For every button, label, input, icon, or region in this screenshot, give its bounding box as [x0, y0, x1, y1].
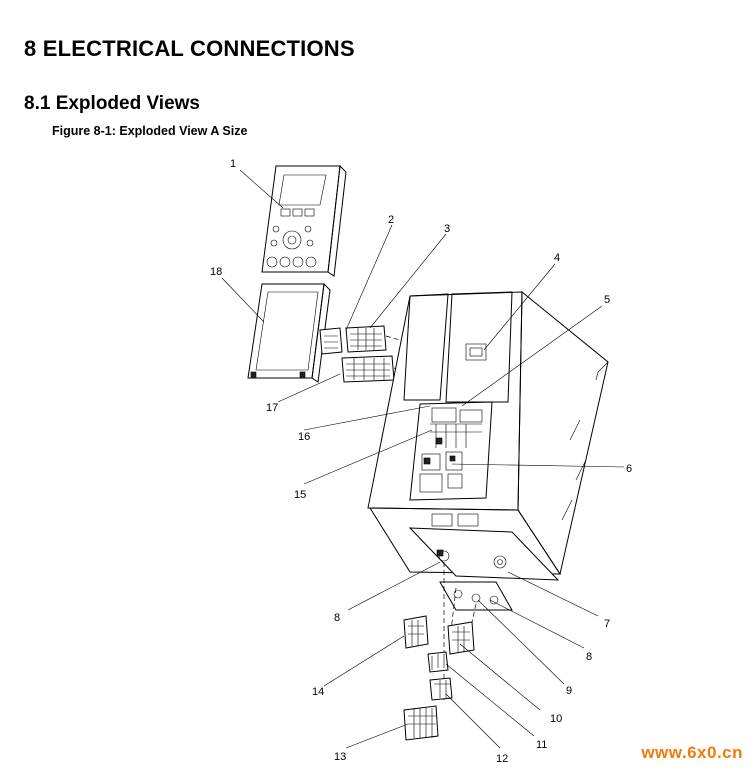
leader-lines [221, 169, 625, 749]
callout-6: 6 [626, 463, 632, 475]
blank-cover [247, 282, 331, 383]
callout-16: 16 [298, 431, 310, 443]
callout-18: 18 [210, 266, 222, 278]
callout-9: 9 [566, 685, 572, 697]
callout-5: 5 [604, 294, 610, 306]
callout-11: 11 [536, 739, 547, 751]
callout-15: 15 [294, 489, 306, 501]
callout-14: 14 [312, 686, 324, 698]
mounting-plate [408, 513, 560, 700]
section-title: 8.1 Exploded Views [24, 93, 201, 114]
chapter-title: 8 ELECTRICAL CONNECTIONS [24, 36, 355, 61]
callout-7: 7 [604, 618, 610, 630]
callout-12: 12 [496, 753, 508, 765]
drive-housing [367, 290, 609, 576]
plug-connectors [403, 615, 475, 741]
control-connectors [319, 325, 431, 383]
callout-8-right: 8 [586, 651, 592, 663]
callout-1: 1 [230, 158, 236, 170]
callout-4: 4 [554, 252, 560, 264]
watermark: www.6x0.cn [641, 743, 743, 762]
callout-17: 17 [266, 402, 278, 414]
callout-10: 10 [550, 713, 562, 725]
keypad-panel [261, 164, 347, 277]
figure-caption: Figure 8-1: Exploded View A Size [52, 124, 248, 138]
callout-3: 3 [444, 223, 450, 235]
callout-2: 2 [388, 214, 394, 226]
callout-13: 13 [334, 751, 346, 763]
callout-8-left: 8 [334, 612, 340, 624]
